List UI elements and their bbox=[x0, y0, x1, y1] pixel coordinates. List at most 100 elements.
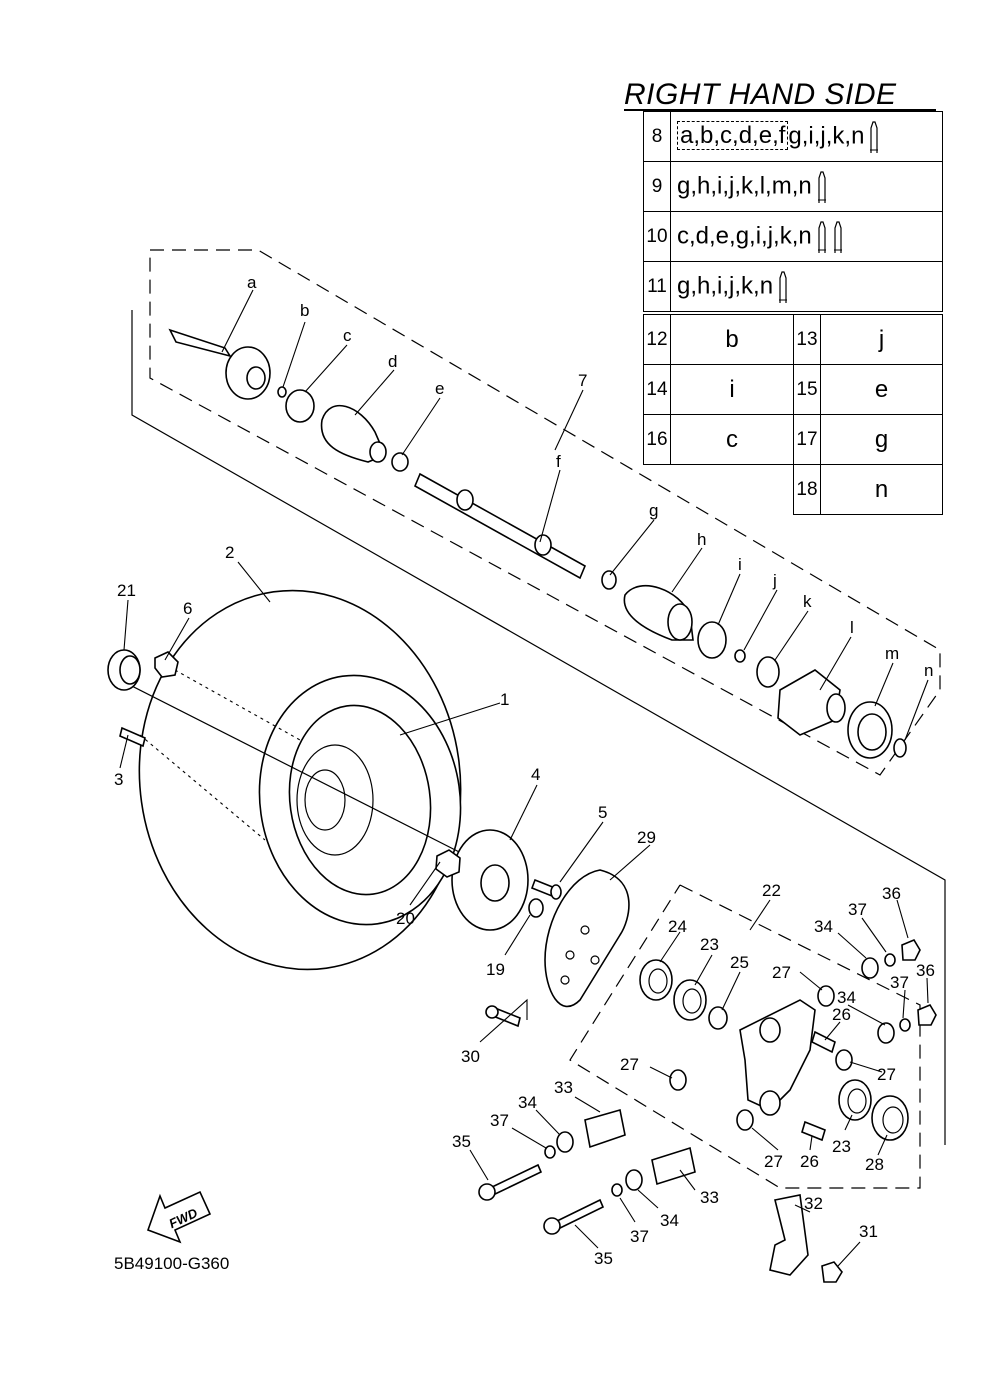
callout-27-b: 27 bbox=[620, 1055, 639, 1074]
valve-3 bbox=[119, 726, 146, 748]
callout-34-a: 34 bbox=[814, 917, 833, 936]
circlip-j bbox=[734, 649, 746, 663]
collar-33-b bbox=[651, 1146, 696, 1186]
inner-joint-l bbox=[777, 669, 846, 736]
oil-seal-m bbox=[847, 701, 893, 759]
callout-26-upper: 26 bbox=[832, 1005, 851, 1024]
callout-23-upper: 23 bbox=[700, 935, 719, 954]
callout-27-c: 27 bbox=[877, 1065, 896, 1084]
grease-nipple-26-upper bbox=[811, 1030, 836, 1054]
callout-27-d: 27 bbox=[764, 1152, 783, 1171]
hub-4 bbox=[451, 829, 529, 931]
callout-37-d: 37 bbox=[630, 1227, 649, 1246]
boot-h bbox=[623, 584, 694, 641]
callout-21: 21 bbox=[117, 581, 136, 600]
callout-36-a: 36 bbox=[882, 884, 901, 903]
callout-n: n bbox=[924, 661, 933, 680]
kit-pair-left-val: c bbox=[670, 414, 794, 465]
outer-joint-a bbox=[168, 328, 271, 400]
bolt-35-b bbox=[543, 1198, 605, 1235]
washer-37-d bbox=[611, 1183, 623, 1197]
nut-31 bbox=[821, 1261, 843, 1283]
grease-tube-icon bbox=[817, 170, 826, 203]
circlip-b bbox=[277, 386, 287, 398]
callout-29: 29 bbox=[637, 828, 656, 847]
callout-j: j bbox=[772, 571, 777, 590]
kit-pair-left-val: b bbox=[670, 314, 794, 365]
kit-pair-right-val: n bbox=[820, 464, 943, 515]
grease-tube-icon bbox=[870, 120, 879, 153]
kit-pair-left-num: 12 bbox=[643, 314, 671, 365]
hidden-line-nut bbox=[174, 669, 301, 741]
knuckle-kit-outline bbox=[569, 884, 921, 1189]
bolt-35-a bbox=[478, 1163, 543, 1201]
grease-nipple-26-lower bbox=[801, 1120, 826, 1142]
callout-a: a bbox=[247, 273, 257, 292]
kit-pair-right-val: g bbox=[820, 414, 943, 465]
kit-pair-left-num: 16 bbox=[643, 414, 671, 465]
reference-code: 5B49100-G360 bbox=[114, 1254, 230, 1273]
callout-23-lower: 23 bbox=[832, 1137, 851, 1156]
washer-37-b bbox=[899, 1018, 911, 1032]
circlip-n bbox=[893, 738, 907, 758]
callout-34-b: 34 bbox=[837, 988, 856, 1007]
kit-row: 11 g,h,i,j,k,n bbox=[643, 261, 943, 312]
page-title: RIGHT HAND SIDE bbox=[624, 78, 897, 111]
kit-letters: g,i,j,k,n bbox=[788, 121, 865, 149]
forward-arrow-icon: FWD bbox=[146, 1190, 212, 1244]
nut-6 bbox=[154, 651, 179, 678]
callout-36-b: 36 bbox=[916, 961, 935, 980]
drive-shaft-kit-outline bbox=[149, 249, 941, 776]
callout-20: 20 bbox=[396, 909, 415, 928]
nut-36-a bbox=[901, 938, 921, 961]
leader-lines bbox=[119, 289, 929, 1267]
callout-27-a: 27 bbox=[772, 963, 791, 982]
callout-37-b: 37 bbox=[890, 973, 909, 992]
callout-4: 4 bbox=[531, 765, 540, 784]
nut-20 bbox=[435, 849, 461, 878]
callout-g: g bbox=[649, 501, 658, 520]
kit-pair-right-num: 15 bbox=[793, 364, 821, 415]
collar-33-a bbox=[584, 1108, 626, 1149]
kit-row-num: 9 bbox=[643, 161, 671, 212]
band-c bbox=[285, 389, 315, 423]
callout-35-a: 35 bbox=[452, 1132, 471, 1151]
washer-37-c bbox=[544, 1145, 556, 1159]
bearing-24 bbox=[639, 959, 673, 1001]
boot-d bbox=[320, 404, 387, 463]
callout-f: f bbox=[556, 452, 561, 471]
grease-tube-icon bbox=[833, 220, 842, 253]
callout-labels: a b c d e f g h i j k l m n 1 2 3 4 5 6 … bbox=[114, 273, 935, 1268]
nut-36-b bbox=[917, 1003, 937, 1026]
kit-pair-right-num: 18 bbox=[793, 464, 821, 515]
callout-28: 28 bbox=[865, 1155, 884, 1174]
callout-19: 19 bbox=[486, 960, 505, 979]
collar-27-b bbox=[835, 1049, 853, 1071]
kit-pair-empty bbox=[644, 465, 671, 515]
callout-33-b: 33 bbox=[700, 1188, 719, 1207]
callout-34-c: 34 bbox=[518, 1093, 537, 1112]
callout-l: l bbox=[850, 618, 854, 637]
kit-row-contents: g,h,i,j,k,n bbox=[670, 261, 943, 312]
axis-line bbox=[119, 679, 476, 861]
callout-35-b: 35 bbox=[594, 1249, 613, 1268]
band-g bbox=[601, 570, 617, 590]
callout-h: h bbox=[697, 530, 706, 549]
bracket-32 bbox=[769, 1194, 809, 1276]
kit-boxed-letters: a,b,c,d,e,f bbox=[677, 120, 789, 150]
callout-7: 7 bbox=[578, 371, 587, 390]
kit-pair-right-num: 13 bbox=[793, 314, 821, 365]
kit-row-contents: g,h,i,j,k,l,m,n bbox=[670, 161, 943, 212]
wheel-1 bbox=[288, 704, 432, 896]
callout-33-a: 33 bbox=[554, 1078, 573, 1097]
bearing-23-upper bbox=[673, 979, 707, 1021]
kit-pair-right-num: 17 bbox=[793, 414, 821, 465]
kit-pair-right-val: j bbox=[820, 314, 943, 365]
kit-letters: g,h,i,j,k,l,m,n bbox=[677, 171, 812, 199]
callout-22: 22 bbox=[762, 881, 781, 900]
bearing-28 bbox=[871, 1095, 909, 1141]
collar-25 bbox=[708, 1006, 728, 1030]
washer-37-a bbox=[884, 953, 896, 967]
knuckle-22 bbox=[739, 999, 816, 1116]
kit-letters: g,h,i,j,k,n bbox=[677, 271, 774, 299]
